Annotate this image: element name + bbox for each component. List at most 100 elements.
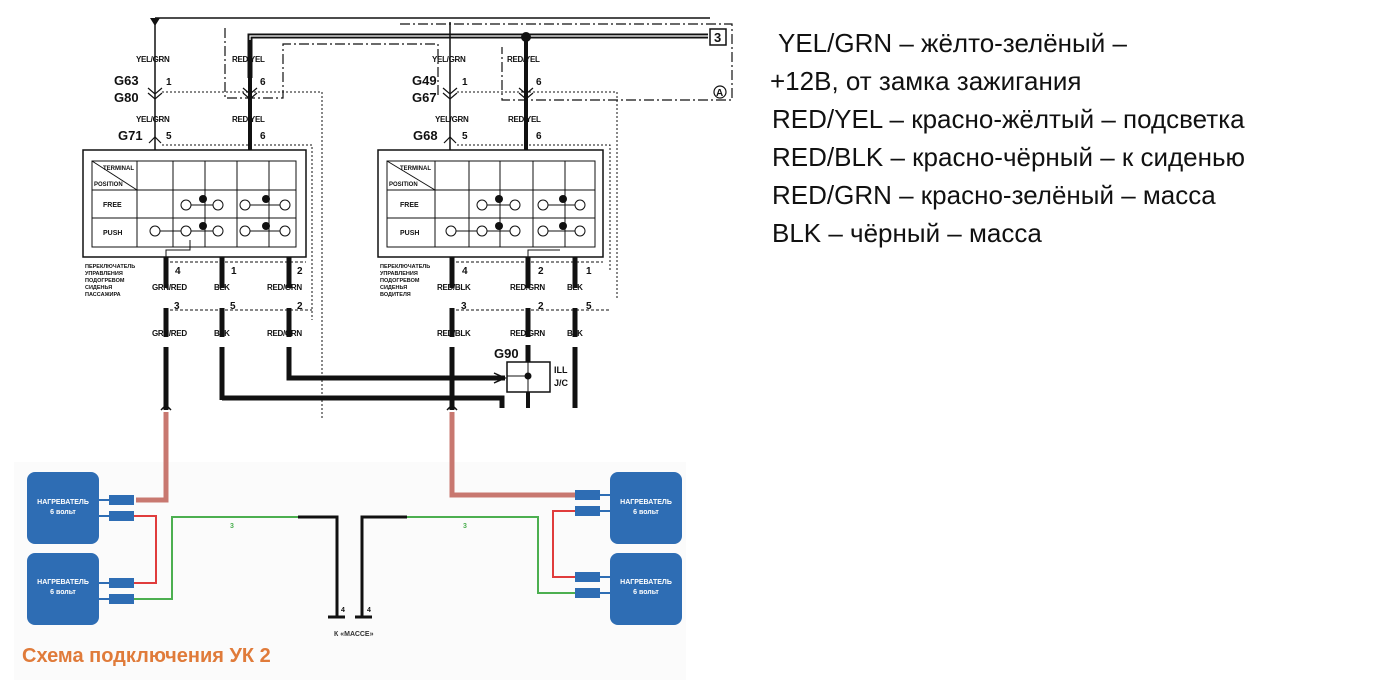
legend-line: RED/BLK – красно-чёрный – к сиденью [772,142,1246,172]
p-out-pin-top-1: 1 [231,266,237,277]
d-backlight-wire-label: RED/YEL [507,55,540,64]
p-lower-backlight-label: RED/YEL [232,115,265,124]
junction-label-1: ILL [554,365,568,375]
passenger-power-wire [136,412,169,503]
d-pin-5: 5 [462,131,468,142]
right-wire-number: 3 [463,523,467,530]
heater-subtitle: 6 вольт [633,509,659,516]
left-green-wire [134,516,298,600]
junction-conn: G90 [494,346,519,361]
d-out-wire-2b: BLK [567,329,583,338]
d-conn-g68: G68 [413,128,438,143]
p-top-wire-label: YEL/GRN [136,55,170,64]
d-conn-g67: G67 [412,90,437,105]
d-out-pin-top-2: 1 [586,266,592,277]
d-out-pin-bottom-2: 5 [586,301,592,312]
d-out-pin-top-1: 2 [538,266,544,277]
right-red-jumper [552,510,575,578]
p-backlight-wire-label: RED/YEL [232,55,265,64]
p-pin-6a: 6 [260,77,266,88]
p-row-free: FREE [103,202,122,209]
p-pin-6b: 6 [260,131,266,142]
heater-subtitle: 6 вольт [633,589,659,596]
d-out-wire-1: RED/GRN [510,283,545,292]
d-out-wire-0: RED/BLK [437,283,471,292]
driver-switch-group: YEL/GRN G49 G67 1 YEL/GRN G68 5 RED/YEL … [377,22,618,411]
d-pin-1: 1 [462,77,468,88]
p-conn-g63: G63 [114,73,139,88]
right-green-wire [407,516,575,594]
p-pin-1: 1 [166,77,172,88]
p-header-position: POSITION [94,182,123,188]
legend-line: YEL/GRN – жёлто-зелёный – [778,28,1127,58]
p-out-wire-0: GRN/RED [152,283,187,292]
p-out-wire-2b: RED/GRN [267,329,302,338]
d-header-terminal: TERMINAL [400,166,431,172]
d-pin-6a: 6 [536,77,542,88]
legend-line: BLK – чёрный – масса [772,218,1042,248]
bottom-title: Схема подключения УК 2 [22,645,271,667]
d-lower-backlight-label: RED/YEL [508,115,541,124]
ref-box-label: 3 [714,30,721,45]
left-wire-number: 3 [230,523,234,530]
p-out-wire-2: RED/GRN [267,283,302,292]
p-out-wire-0b: GRN/RED [152,329,187,338]
ref-box-3 [709,28,727,46]
p-out-pin-bottom-1: 5 [230,301,236,312]
d-pin-6b: 6 [536,131,542,142]
p-lower-wire-label: YEL/GRN [136,115,170,124]
legend-line: RED/GRN – красно-зелёный – масса [772,180,1216,210]
p-out-pin-bottom-0: 3 [174,301,180,312]
heater-left-top: НАГРЕВАТЕЛЬ 6 вольт [27,472,134,544]
ground-group: 4 4 К «МАССЕ» [298,515,407,638]
d-header-position: POSITION [389,182,418,188]
heater-title: НАГРЕВАТЕЛЬ [37,499,89,506]
d-row-free: FREE [400,202,419,209]
p-out-pin-top-0: 4 [175,266,181,277]
ref-circle-label: A [716,88,723,99]
ground-pin-right: 4 [367,607,371,614]
p-pin-5: 5 [166,131,172,142]
ground-label: К «МАССЕ» [334,631,374,638]
junction-label-2: J/C [554,378,569,388]
p-conn-g71: G71 [118,128,143,143]
driver-power-wire [449,412,575,498]
legend-line: RED/YEL – красно-жёлтый – подсветка [772,104,1245,134]
d-row-push: PUSH [400,230,419,237]
d-out-wire-1b: RED/GRN [510,329,545,338]
d-out-wire-2: BLK [567,283,583,292]
heater-title: НАГРЕВАТЕЛЬ [37,579,89,586]
p-out-pin-top-2: 2 [297,266,303,277]
ground-pin-left: 4 [341,607,345,614]
d-out-pin-bottom-1: 2 [538,301,544,312]
p-header-terminal: TERMINAL [103,166,134,172]
p-out-wire-1: BLK [214,283,230,292]
heater-subtitle: 6 вольт [50,589,76,596]
left-red-jumper [134,515,157,584]
wire-color-legend: YEL/GRN – жёлто-зелёный – +12В, от замка… [770,24,1245,252]
heater-subtitle: 6 вольт [50,509,76,516]
d-lower-wire-label: YEL/GRN [435,115,469,124]
passenger-switch-group: YEL/GRN G63 G80 1 YEL/GRN G71 5 RED/YEL … [82,22,323,420]
p-row-push: PUSH [103,230,122,237]
d-out-wire-0b: RED/BLK [437,329,471,338]
d-top-wire-label: YEL/GRN [432,55,466,64]
p-switch-table: TERMINAL POSITION FREE PUSH [91,160,297,248]
p-out-pin-bottom-2: 2 [297,301,303,312]
legend-line: +12В, от замка зажигания [770,66,1082,96]
heater-right-bottom: НАГРЕВАТЕЛЬ 6 вольт [575,553,682,625]
d-out-pin-top-0: 4 [462,266,468,277]
g90-junction: G90 ILL J/C [222,346,569,408]
heater-title: НАГРЕВАТЕЛЬ [620,499,672,506]
d-out-pin-bottom-0: 3 [461,301,467,312]
p-conn-g80: G80 [114,90,139,105]
heater-right-top: НАГРЕВАТЕЛЬ 6 вольт [575,472,682,544]
d-switch-table: TERMINAL POSITION FREE PUSH [386,160,596,248]
heater-left-bottom: НАГРЕВАТЕЛЬ 6 вольт [27,553,134,625]
d-conn-g49: G49 [412,73,437,88]
heater-title: НАГРЕВАТЕЛЬ [620,579,672,586]
p-out-wire-1b: BLK [214,329,230,338]
